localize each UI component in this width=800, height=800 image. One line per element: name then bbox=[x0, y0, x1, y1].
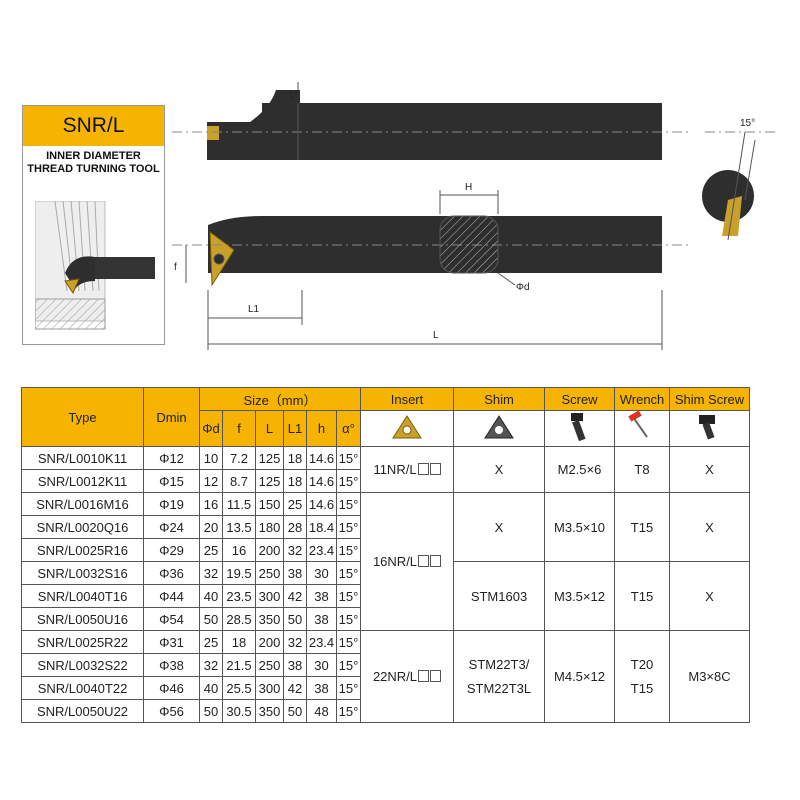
shim-screw-group-2: X bbox=[669, 492, 750, 562]
size-header: Size（mm） bbox=[199, 387, 361, 411]
shim-screw-group-1: X bbox=[669, 446, 750, 493]
wrench-header: Wrench bbox=[614, 387, 670, 411]
f-label: f bbox=[174, 262, 177, 273]
table-row: SNR/L0040T16 Φ44 40 23.5 300 42 38 15° bbox=[21, 584, 750, 608]
screw-icon bbox=[570, 413, 586, 442]
screw-group-3: M3.5×12 bbox=[544, 561, 615, 631]
angle-1-label: 1° bbox=[288, 90, 298, 101]
table-row: SNR/L0010K11 Φ12 10 7.2 125 18 14.6 15° … bbox=[21, 446, 750, 493]
h-label: H bbox=[465, 182, 472, 193]
sub-header-l: L bbox=[255, 410, 284, 447]
wrench-group-2: T15 bbox=[614, 492, 670, 562]
spec-table: Type Dmin Size（mm） Insert Shim Screw Wre… bbox=[21, 387, 750, 723]
wrench-image-cell bbox=[614, 410, 670, 447]
phi-d-label: Φd bbox=[516, 282, 530, 293]
insert-group-2: 16NR/L bbox=[360, 492, 454, 631]
shim-screw-group-4: M3×8C bbox=[669, 630, 750, 723]
screw-group-4: M4.5×12 bbox=[544, 630, 615, 723]
tool-front-view: H Φd f L1 L bbox=[172, 182, 690, 350]
shim-image-cell bbox=[453, 410, 545, 447]
dmin-header: Dmin bbox=[143, 387, 200, 447]
angle-15-label: 15° bbox=[740, 118, 755, 129]
insert-icon bbox=[392, 415, 422, 439]
screw-image-cell bbox=[544, 410, 615, 447]
shim-group-3: STM1603 bbox=[453, 561, 545, 631]
shim-header: Shim bbox=[453, 387, 545, 411]
insert-group-3: 22NR/L bbox=[360, 630, 454, 723]
table-row: SNR/L0020Q16 Φ24 20 13.5 180 28 18.4 15° bbox=[21, 515, 750, 539]
shim-group-1: X bbox=[453, 446, 545, 493]
shim-screw-image-cell bbox=[669, 410, 750, 447]
tool-end-view: 15° bbox=[702, 118, 775, 241]
sub-header-d: Φd bbox=[199, 410, 223, 447]
table-row: SNR/L0032S16 Φ36 32 19.5 250 38 30 15° S… bbox=[21, 561, 750, 631]
tool-description: INNER DIAMETER THREAD TURNING TOOL bbox=[27, 150, 160, 175]
table-row: SNR/L0032S22 Φ38 32 21.5 250 38 30 15° bbox=[21, 653, 750, 677]
table-row: SNR/L0050U22 Φ56 50 30.5 350 50 48 15° bbox=[21, 699, 750, 723]
sub-header-alpha: α° bbox=[336, 410, 361, 447]
insert-image-cell bbox=[360, 410, 454, 447]
screw-group-2: M3.5×10 bbox=[544, 492, 615, 562]
table-row: SNR/L0016M16 Φ19 16 11.5 150 25 14.6 15°… bbox=[21, 492, 750, 631]
sub-header-l1: L1 bbox=[283, 410, 307, 447]
tool-top-view: 1° bbox=[172, 82, 690, 160]
wrench-icon bbox=[628, 411, 648, 438]
sub-header-h: h bbox=[306, 410, 337, 447]
insert-group-1: 11NR/L bbox=[360, 446, 454, 493]
type-header: Type bbox=[21, 387, 144, 447]
wrench-group-3: T15 bbox=[614, 561, 670, 631]
table-row: SNR/L0050U16 Φ54 50 28.5 350 50 38 15° bbox=[21, 607, 750, 631]
tool-code: SNR/L bbox=[23, 106, 164, 146]
shim-screw-icon bbox=[698, 415, 715, 440]
technical-drawing: 1° 15° H Φd f L1 L bbox=[172, 82, 775, 350]
insert-header: Insert bbox=[360, 387, 454, 411]
l1-label: L1 bbox=[248, 304, 260, 315]
shim-screw-group-3: X bbox=[669, 561, 750, 631]
shim-icon bbox=[484, 415, 514, 439]
table-row: SNR/L0025R22 Φ31 25 18 200 32 23.4 15° 2… bbox=[21, 630, 750, 723]
wrench-group-1: T8 bbox=[614, 446, 670, 493]
sub-header-f: f bbox=[222, 410, 256, 447]
l-label: L bbox=[433, 330, 439, 341]
screw-group-1: M2.5×6 bbox=[544, 446, 615, 493]
title-box: SNR/L INNER DIAMETER THREAD TURNING TOOL bbox=[22, 105, 165, 345]
screw-header: Screw bbox=[544, 387, 615, 411]
table-row: SNR/L0025R16 Φ29 25 16 200 32 23.4 15° bbox=[21, 538, 750, 562]
boring-illustration bbox=[35, 201, 155, 330]
shim-group-2: X bbox=[453, 492, 545, 562]
shim-group-4: STM22T3/STM22T3L bbox=[453, 630, 545, 723]
shim-screw-header: Shim Screw bbox=[669, 387, 750, 411]
